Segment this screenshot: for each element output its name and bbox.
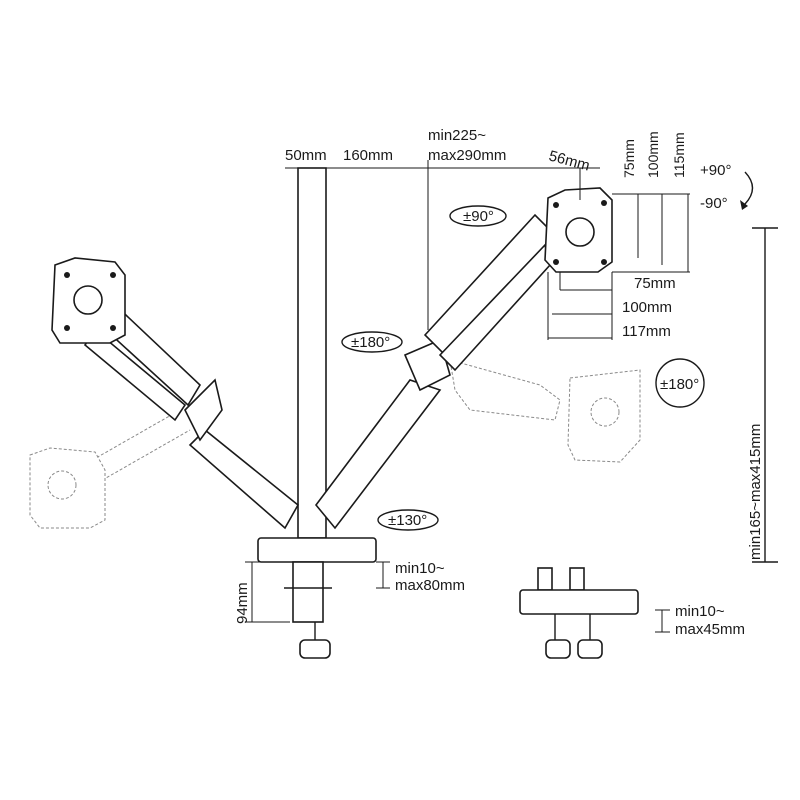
tilt-plus-label: +90°: [700, 162, 731, 179]
vesa-offset-label: 56mm: [547, 147, 592, 174]
vesa-horizontal-dim-lines: [547, 272, 613, 340]
vesa-h75-label: 75mm: [634, 275, 676, 292]
height-dimension-line: [752, 227, 778, 563]
right-vesa-plate: [544, 187, 613, 273]
clamp-desk-max-label: max80mm: [395, 577, 465, 594]
top-dimension-lines: [285, 160, 600, 470]
desk-clamp-base: [257, 537, 377, 659]
swivel-head-label: ±90°: [463, 208, 494, 225]
pivot-rotation-label: ±180°: [660, 376, 699, 393]
arm-offset-50-label: 50mm: [285, 147, 327, 164]
ghost-right-monitor-position: [449, 359, 641, 463]
right-arm: [314, 213, 557, 530]
vesa-v115-label: 115mm: [671, 132, 687, 178]
clamp-desk-min-label: min10~: [395, 560, 445, 577]
arm-rotation-label: ±180°: [351, 334, 390, 351]
central-pole: [297, 167, 327, 539]
pivot-rotation-icon: [655, 358, 705, 408]
vesa-vertical-dim-lines: [612, 193, 690, 273]
clamp-height-label: 94mm: [234, 582, 251, 624]
arm-reach-max-label: max290mm: [428, 147, 506, 164]
clamp-dimension-lines: [245, 561, 390, 623]
vesa-v100-label: 100mm: [645, 131, 661, 178]
vesa-v75-label: 75mm: [621, 139, 637, 178]
tilt-rotation-icon: [740, 171, 754, 210]
arm-reach-min-label: min225~: [428, 127, 486, 144]
vesa-h100-label: 100mm: [622, 299, 672, 316]
arm-offset-160-label: 160mm: [343, 147, 393, 164]
grommet-base: [519, 567, 639, 659]
height-range-label: min165~max415mm: [747, 424, 764, 560]
tilt-minus-label: -90°: [700, 195, 728, 212]
left-vesa-plate: [51, 257, 126, 344]
base-rotation-label: ±130°: [388, 512, 427, 529]
ghost-left-monitor-position: [29, 409, 191, 529]
vesa-h117-label: 117mm: [622, 323, 671, 340]
grommet-min-label: min10~: [675, 603, 725, 620]
arm-rotation-icon: [341, 331, 403, 353]
swivel-head-icon: [449, 205, 507, 227]
grommet-dimension-lines: [655, 609, 670, 633]
base-rotation-icon: [377, 509, 439, 531]
grommet-max-label: max45mm: [675, 621, 745, 638]
